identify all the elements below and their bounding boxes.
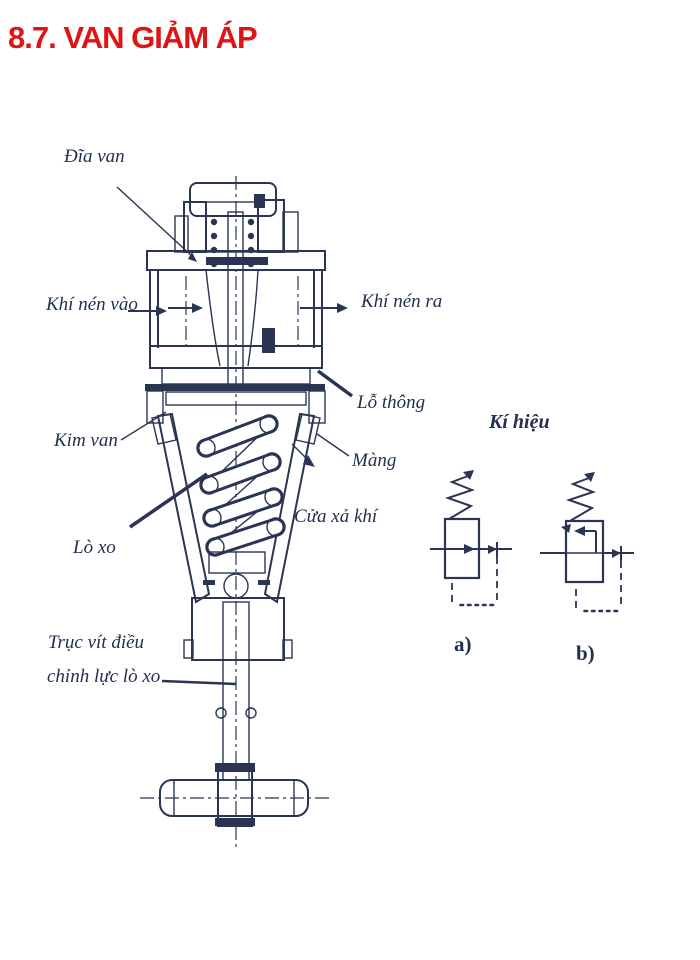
label-dia-van: Đĩa van (64, 146, 125, 167)
flow-arrows (128, 303, 348, 467)
spring-symbol (444, 475, 475, 520)
label-khi-nen-vao: Khí nén vào (46, 294, 138, 315)
spring-housing-cone (151, 412, 321, 604)
symbol-b (540, 472, 634, 613)
valve-bonnet (174, 182, 299, 387)
diaphragm-assembly (145, 367, 326, 424)
label-kim-van: Kim van (54, 430, 118, 451)
label-mang: Màng (352, 450, 397, 471)
t-handle (140, 763, 332, 827)
label-lo-thong: Lỗ thông (357, 392, 426, 413)
label-truc-vit-1: Trục vít điều (48, 632, 145, 653)
label-lo-xo: Lò xo (73, 537, 116, 558)
spring-adjuster (183, 551, 293, 781)
page-title: 8.7. VAN GIẢM ÁP (8, 20, 258, 55)
label-cua-xa-khi: Cửa xả khí (294, 506, 378, 527)
label-symbol-a: a) (454, 632, 472, 656)
label-symbol-b: b) (576, 641, 595, 665)
leader-lines (116, 186, 354, 686)
vent-flow-arrow (303, 455, 315, 467)
label-truc-vit-2: chỉnh lực lò xo (47, 666, 161, 687)
coil-spring (196, 414, 286, 557)
label-khi-nen-ra: Khí nén ra (361, 291, 443, 312)
symbol-a (430, 470, 512, 607)
symbols-heading: Kí hiệu (489, 411, 550, 433)
diaphragm (145, 384, 325, 391)
spring-symbol (565, 477, 596, 522)
